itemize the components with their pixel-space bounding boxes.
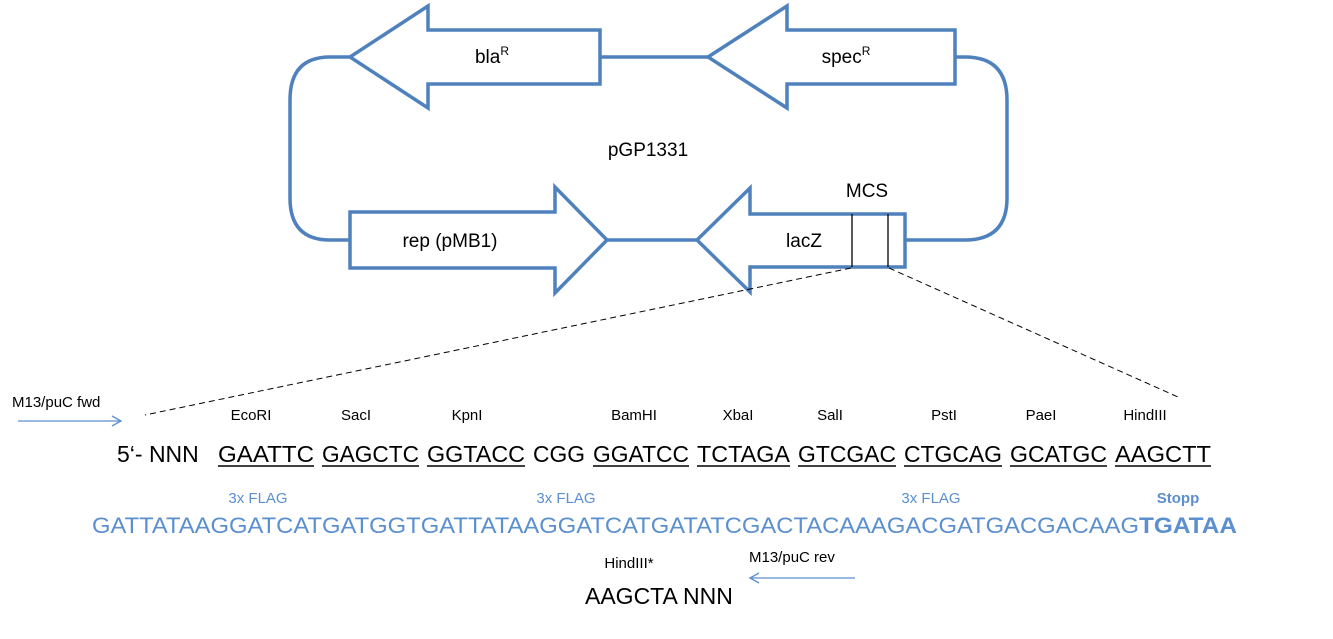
backbone-right bbox=[905, 55, 1009, 242]
primer-rev-arrow bbox=[748, 572, 855, 584]
flag-label: 3x FLAG bbox=[901, 490, 960, 507]
codon: GCATGC bbox=[1010, 441, 1107, 467]
hindiii-star-label: HindIII* bbox=[604, 555, 653, 572]
spec-arrow bbox=[704, 2, 957, 112]
codon: GAATTC bbox=[218, 441, 314, 467]
restriction-site-labels: EcoRI SacI KpnI BamHI XbaI SalI PstI Pae… bbox=[231, 407, 1167, 424]
rep-arrow bbox=[348, 182, 610, 298]
flag-label: 3x FLAG bbox=[228, 490, 287, 507]
site-label: PstI bbox=[931, 407, 957, 424]
codon: AAGCTT bbox=[1115, 441, 1211, 467]
lacz-arrow bbox=[694, 183, 907, 297]
bla-arrow bbox=[346, 2, 602, 112]
zoom-line-right bbox=[888, 267, 1179, 398]
flag-sequence: GATTATAAGGATCATGATGGTGATTATAAGGATCATGATA… bbox=[92, 513, 1139, 538]
sequence-prefix: 5‘- NNN bbox=[117, 441, 199, 467]
bla-label: blaR bbox=[475, 44, 509, 68]
lacz-label: lacZ bbox=[786, 231, 822, 252]
mcs-sequence: 5‘- NNN GAATTC GAGCTC GGTACC CGG GGATCC … bbox=[117, 441, 1211, 467]
tail-sequence: AAGCTA NNN bbox=[585, 583, 733, 609]
codon: GAGCTC bbox=[322, 441, 419, 467]
primer-fwd-arrow bbox=[18, 415, 123, 427]
codon: CTGCAG bbox=[904, 441, 1002, 467]
site-label: XbaI bbox=[723, 407, 754, 424]
site-label: KpnI bbox=[452, 407, 483, 424]
site-label: BamHI bbox=[611, 407, 657, 424]
plasmid-name: pGP1331 bbox=[608, 140, 688, 161]
site-label: HindIII bbox=[1123, 407, 1166, 424]
stop-label: Stopp bbox=[1157, 490, 1200, 507]
site-label: EcoRI bbox=[231, 407, 272, 424]
backbone bbox=[288, 55, 1009, 242]
site-label: SacI bbox=[341, 407, 371, 424]
codon: GGTACC bbox=[427, 441, 525, 467]
site-label: PaeI bbox=[1026, 407, 1057, 424]
mcs-label: MCS bbox=[846, 181, 888, 202]
site-label: SalI bbox=[817, 407, 843, 424]
codon: CGG bbox=[533, 441, 585, 467]
codon: GTCGAC bbox=[798, 441, 896, 467]
zoom-line-left bbox=[144, 267, 852, 416]
primer-rev-label: M13/puC rev bbox=[749, 549, 835, 566]
stop-codons: TGATAA bbox=[1139, 513, 1237, 538]
backbone-left bbox=[288, 55, 350, 242]
primer-fwd-label: M13/puC fwd bbox=[12, 394, 100, 411]
flag-label: 3x FLAG bbox=[536, 490, 595, 507]
codon: GGATCC bbox=[593, 441, 689, 467]
codon: TCTAGA bbox=[697, 441, 791, 467]
spec-label: specR bbox=[822, 44, 871, 68]
rep-label: rep (pMB1) bbox=[402, 231, 497, 252]
